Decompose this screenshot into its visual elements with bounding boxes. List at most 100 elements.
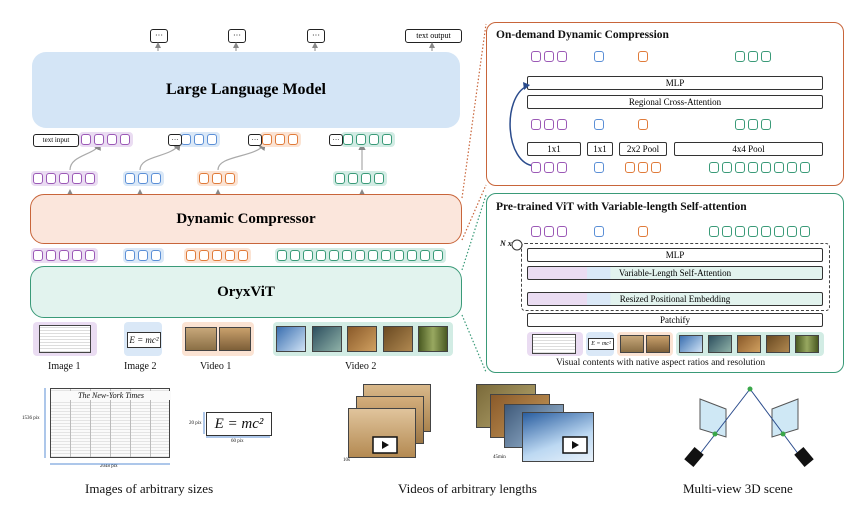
token xyxy=(225,250,235,261)
token xyxy=(374,173,384,184)
token xyxy=(638,119,648,130)
video1-frame-2 xyxy=(219,327,251,351)
token xyxy=(735,51,745,62)
strip-video2-f3 xyxy=(737,335,761,353)
token xyxy=(262,134,272,145)
output-token-2: ··· xyxy=(228,29,246,43)
token xyxy=(356,134,366,145)
video2-frame-5 xyxy=(418,326,448,352)
dynamic-compression-title: On-demand Dynamic Compression xyxy=(496,29,669,41)
token xyxy=(531,119,541,130)
token xyxy=(33,250,43,261)
nx-label: N x xyxy=(500,239,512,248)
strip-video2-f4 xyxy=(766,335,790,353)
newspaper-thumb xyxy=(39,325,91,353)
token xyxy=(275,134,285,145)
token xyxy=(394,250,404,261)
token xyxy=(420,250,430,261)
token xyxy=(735,162,745,173)
token xyxy=(625,162,635,173)
pool-2x2: 2x2 Pool xyxy=(619,142,667,156)
nx-dashed-frame xyxy=(521,243,830,311)
short-video-length: 10s xyxy=(343,458,350,463)
ellipsis-token: ··· xyxy=(329,134,343,146)
token xyxy=(151,250,161,261)
strip-video2-f1 xyxy=(679,335,703,353)
dotted-connectors xyxy=(461,23,487,373)
token xyxy=(800,226,810,237)
image1-label: Image 1 xyxy=(48,361,81,372)
dynamic-compression-panel xyxy=(486,22,844,186)
token xyxy=(33,173,43,184)
skip-connection-arrow xyxy=(509,82,535,167)
token xyxy=(800,162,810,173)
multiview-camera-icon xyxy=(684,386,814,467)
token xyxy=(316,250,326,261)
token xyxy=(433,250,443,261)
newspaper-masthead: The New-York Times xyxy=(51,391,171,400)
video1-frame-1 xyxy=(185,327,217,351)
token xyxy=(722,226,732,237)
token xyxy=(361,173,371,184)
token xyxy=(207,134,217,145)
token xyxy=(787,226,797,237)
small-width-label: 60 pix xyxy=(231,439,244,444)
small-height-label: 20 pix xyxy=(189,421,202,426)
token xyxy=(638,51,648,62)
pretrained-vit-panel xyxy=(486,193,844,373)
token xyxy=(748,162,758,173)
token xyxy=(212,173,222,184)
token xyxy=(277,250,287,261)
strip-video2-f5 xyxy=(795,335,819,353)
token xyxy=(531,51,541,62)
panel-top-mlp: MLP xyxy=(527,76,823,90)
formula-large: E = mc² xyxy=(206,412,272,436)
height-dimension-label: 1536 pix xyxy=(22,416,40,421)
token xyxy=(748,226,758,237)
long-video-length: 45min xyxy=(493,455,506,460)
play-button-icon xyxy=(372,436,398,454)
token xyxy=(787,162,797,173)
token xyxy=(594,51,604,62)
token xyxy=(381,250,391,261)
token xyxy=(761,226,771,237)
token xyxy=(94,134,104,145)
token xyxy=(594,162,604,173)
token xyxy=(544,51,554,62)
token xyxy=(382,134,392,145)
resized-positional-embedding: Resized Positional Embedding xyxy=(527,292,823,306)
pool-1x1-a: 1x1 xyxy=(527,142,581,156)
token xyxy=(329,250,339,261)
formula-thumb: E = mc² xyxy=(127,332,161,348)
token xyxy=(761,162,771,173)
token xyxy=(85,250,95,261)
token xyxy=(46,250,56,261)
token xyxy=(355,250,365,261)
dynamic-compressor-label: Dynamic Compressor xyxy=(176,210,316,227)
token xyxy=(107,134,117,145)
video1-label: Video 1 xyxy=(200,361,232,372)
token xyxy=(46,173,56,184)
token xyxy=(774,162,784,173)
token xyxy=(544,162,554,173)
patchify-bar: Patchify xyxy=(527,313,823,327)
pretrained-vit-title: Pre-trained ViT with Variable-length Sel… xyxy=(496,201,747,213)
loop-circle-icon xyxy=(511,239,523,251)
token xyxy=(531,226,541,237)
token xyxy=(748,51,758,62)
token xyxy=(125,173,135,184)
video2-frame-4 xyxy=(383,326,413,352)
width-dimension-label: 2048 pix xyxy=(100,464,118,469)
token xyxy=(557,119,567,130)
strip-video1-f2 xyxy=(646,335,670,353)
images-caption: Images of arbitrary sizes xyxy=(85,481,214,496)
token xyxy=(81,134,91,145)
token xyxy=(638,162,648,173)
token xyxy=(199,250,209,261)
regional-cross-attention: Regional Cross-Attention xyxy=(527,95,823,109)
panel-bottom-mlp: MLP xyxy=(527,248,823,262)
video2-label: Video 2 xyxy=(345,361,377,372)
token xyxy=(348,173,358,184)
token xyxy=(290,250,300,261)
newspaper-large: The New-York Times xyxy=(50,388,171,458)
